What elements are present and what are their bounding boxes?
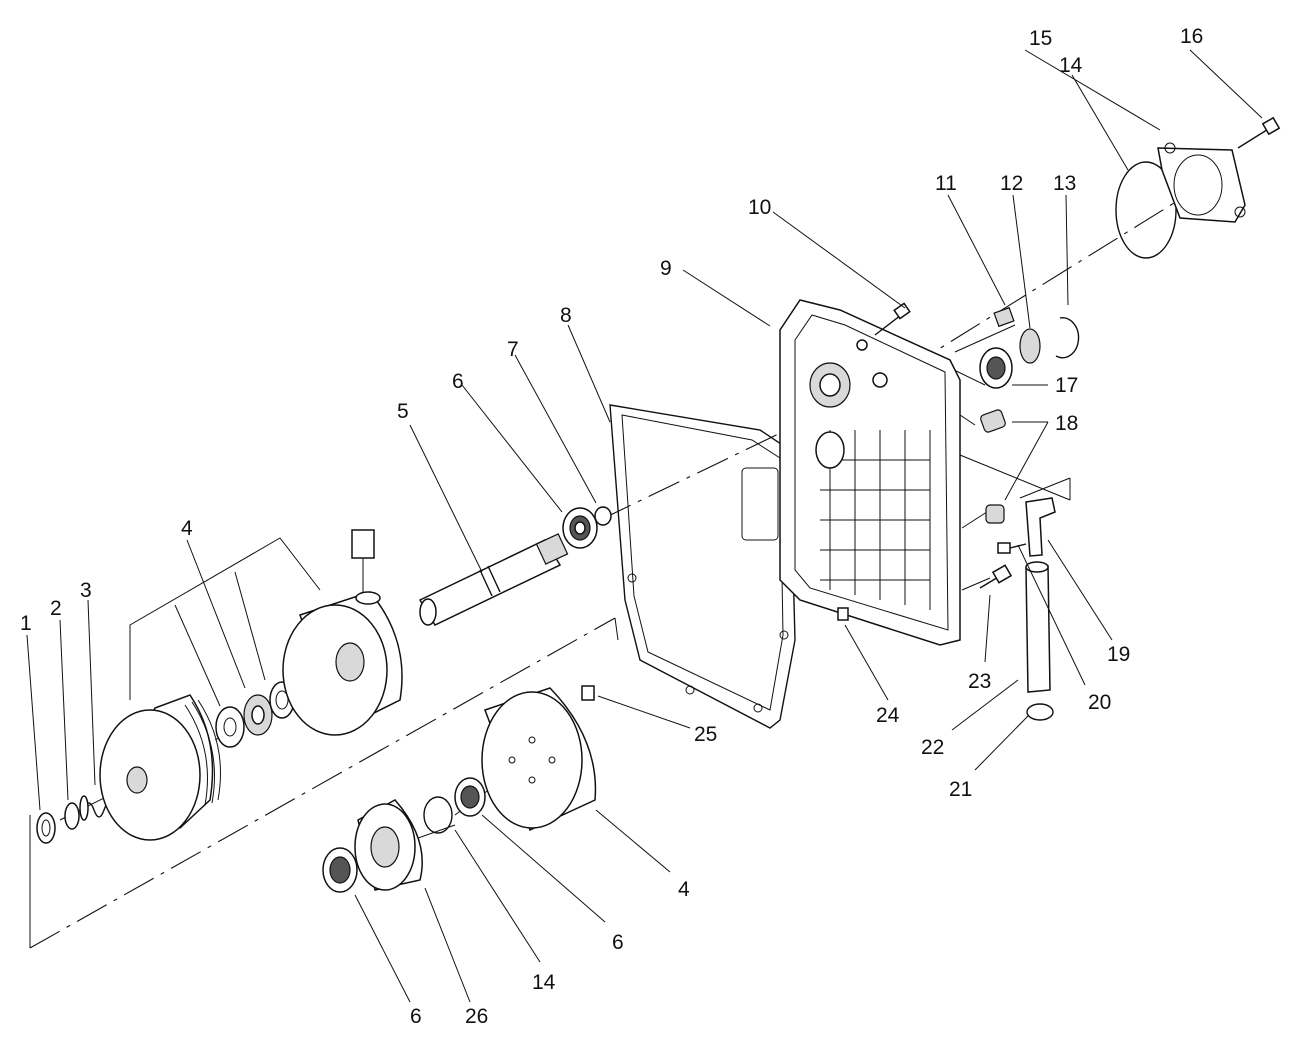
part-4-plate-b (243, 694, 273, 736)
part-1-washer (36, 812, 56, 844)
callout-6-lower: 6 (612, 931, 624, 954)
part-4-housing (282, 529, 403, 736)
callout-1: 1 (20, 612, 32, 635)
callout-9: 9 (660, 257, 672, 280)
part-21-clip (1026, 703, 1054, 721)
callout-11: 11 (935, 172, 957, 195)
callout-21: 21 (949, 778, 972, 801)
part-18-plug-lower (985, 504, 1005, 524)
callout-25: 25 (694, 723, 717, 746)
part-12-seal (1019, 328, 1041, 364)
callout-12: 12 (1000, 172, 1023, 195)
assembly-axis-lines (29, 189, 1196, 949)
callout-numbers: 1 2 3 4 5 6 7 8 9 10 11 12 13 14 15 16 1… (20, 25, 1203, 1028)
callout-18: 18 (1055, 412, 1078, 435)
part-4-clutch-pack-drum (99, 694, 221, 841)
part-11-fitting (993, 306, 1015, 328)
part-25-plug (581, 685, 595, 701)
callout-6-bottom: 6 (410, 1005, 422, 1028)
part-17-bearing (979, 347, 1013, 389)
callout-24: 24 (876, 704, 900, 727)
callout-22: 22 (921, 736, 944, 759)
part-19-elbow-fitting (1025, 497, 1056, 557)
callout-20: 20 (1088, 691, 1111, 714)
callout-2: 2 (50, 597, 62, 620)
part-14-ring-lower (423, 796, 453, 834)
callout-7: 7 (507, 338, 519, 361)
callout-13: 13 (1053, 172, 1076, 195)
callout-3: 3 (80, 579, 92, 602)
part-26-hub (354, 799, 423, 891)
callout-23: 23 (968, 670, 991, 693)
callout-brackets (129, 537, 321, 707)
part-10-bolt (874, 302, 911, 336)
part-6-bearing-b (454, 777, 486, 817)
part-7-ring (594, 506, 612, 526)
part-18-plug-upper (980, 409, 1006, 433)
callout-16: 16 (1180, 25, 1203, 48)
callout-19: 19 (1107, 643, 1130, 666)
callout-14: 14 (1059, 54, 1083, 77)
part-6-bearing-c (322, 847, 358, 893)
part-15-cover (1157, 142, 1246, 223)
part-4-drum-lower (481, 687, 597, 832)
callout-17: 17 (1055, 374, 1078, 397)
callout-5: 5 (397, 400, 409, 423)
callout-6: 6 (452, 370, 464, 393)
callout-4-lower: 4 (678, 878, 690, 901)
part-13-snap-ring (1055, 317, 1080, 359)
part-24-plug (837, 607, 849, 621)
part-8-gasket (609, 404, 796, 729)
callout-8: 8 (560, 304, 572, 327)
callout-10: 10 (748, 196, 771, 219)
leader-lines (26, 49, 1263, 1003)
part-14-o-ring (1115, 161, 1177, 259)
callout-15: 15 (1029, 27, 1052, 50)
callout-26: 26 (465, 1005, 488, 1028)
part-16-bolt (1237, 116, 1281, 149)
part-4-plate-a (215, 706, 245, 748)
part-23-bolt (979, 564, 1013, 589)
part-9-valve-body-plate (779, 299, 961, 646)
callout-14-lower: 14 (532, 971, 556, 994)
part-22-tube (1025, 561, 1051, 693)
part-2-snap-ring (64, 802, 80, 830)
part-5-shaft (418, 533, 569, 626)
part-6-bearing-a (562, 507, 598, 549)
part-20-screw (997, 542, 1027, 554)
callout-4: 4 (181, 517, 193, 540)
